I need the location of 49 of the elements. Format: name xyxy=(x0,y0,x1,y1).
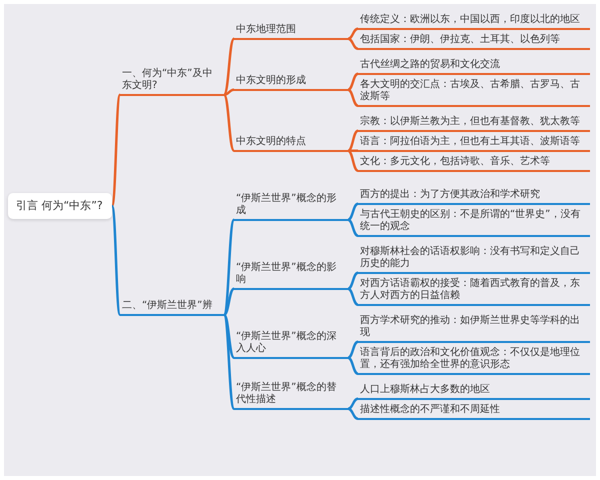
underlined-topic: 各大文明的交汇点：古埃及、古希腊、古罗马、古波斯等 xyxy=(358,79,590,107)
underlined-topic: 二、“伊斯兰世界”辨 xyxy=(120,300,224,316)
underlined-topic: 对穆斯林社会的话语权影响：没有书写和定义自己历史的能力 xyxy=(358,246,590,274)
branch-connector xyxy=(348,88,358,107)
topic-box: 引言 何为“中东”? xyxy=(8,192,112,219)
branch-connector xyxy=(348,202,358,221)
branch-connector xyxy=(110,94,122,206)
branch-connector xyxy=(348,150,358,172)
branch-connector xyxy=(223,38,235,96)
branch-connector xyxy=(110,206,122,316)
underlined-topic: 古代丝绸之路的贸易和文化交流 xyxy=(358,59,590,75)
underlined-topic: 一、何为“中东”及中东文明? xyxy=(120,68,224,96)
underlined-topic: 与古代王朝史的区别：不是所谓的“世界史”，没有统一的观念 xyxy=(358,209,590,237)
underlined-topic: 中东文明的形成 xyxy=(234,75,348,91)
underlined-topic: 文化：多元文化，包括诗歌、音乐、艺术等 xyxy=(358,156,590,172)
branch-connector xyxy=(348,288,358,306)
branch-connector xyxy=(348,340,358,359)
underlined-topic: 描述性概念的不严谨和不周延性 xyxy=(358,404,590,420)
branch-connector xyxy=(222,219,236,316)
branch-connector xyxy=(348,408,358,420)
underlined-topic: “伊斯兰世界”概念的形成 xyxy=(234,193,348,221)
branch-connector xyxy=(348,130,358,152)
underlined-topic: 宗教：以伊斯兰教为主，但也有基督教、犹太教等 xyxy=(358,116,590,132)
branch-connector xyxy=(224,88,234,96)
branch-connector xyxy=(223,94,235,152)
underlined-topic: 中东文明的特点 xyxy=(234,136,348,152)
underlined-topic: 西方的提出：为了方便其政治和学术研究 xyxy=(358,189,590,205)
underlined-topic: “伊斯兰世界”概念的影响 xyxy=(234,262,348,290)
branch-connector xyxy=(348,150,358,152)
branch-connector xyxy=(348,272,358,290)
branch-connector xyxy=(348,356,358,375)
underlined-topic: 西方学术研究的推动：如伊斯兰世界史等学科的出现 xyxy=(358,315,590,343)
underlined-topic: 语言：阿拉伯语为主，但也有土耳其语、波斯语等 xyxy=(358,136,590,152)
underlined-topic: “伊斯兰世界”概念的深入人心 xyxy=(234,331,348,359)
underlined-topic: 人口上穆斯林占大多数的地区 xyxy=(358,384,590,400)
branch-connector xyxy=(223,288,235,316)
branch-connector xyxy=(348,218,358,237)
branch-connector xyxy=(348,72,358,91)
underlined-topic: 中东地理范围 xyxy=(234,24,348,40)
underlined-topic: 包括国家：伊朗、伊拉克、土耳其、以色列等 xyxy=(358,34,590,50)
underlined-topic: “伊斯兰世界”概念的替代性描述 xyxy=(234,382,348,410)
branch-connector xyxy=(348,28,358,40)
underlined-topic: 传统定义：欧洲以东，中国以西，印度以北的地区 xyxy=(358,14,590,30)
branch-connector xyxy=(223,314,235,359)
underlined-topic: 语言背后的政治和文化价值观念：不仅仅是地理位置，还有强加给全世界的意识形态 xyxy=(358,347,590,375)
branch-connector xyxy=(348,398,358,410)
underlined-topic: 对西方话语霸权的接受：随着西式教育的普及，东方人对西方的日益信赖 xyxy=(358,278,590,306)
branch-connector xyxy=(222,314,236,410)
branch-connector xyxy=(348,38,358,50)
